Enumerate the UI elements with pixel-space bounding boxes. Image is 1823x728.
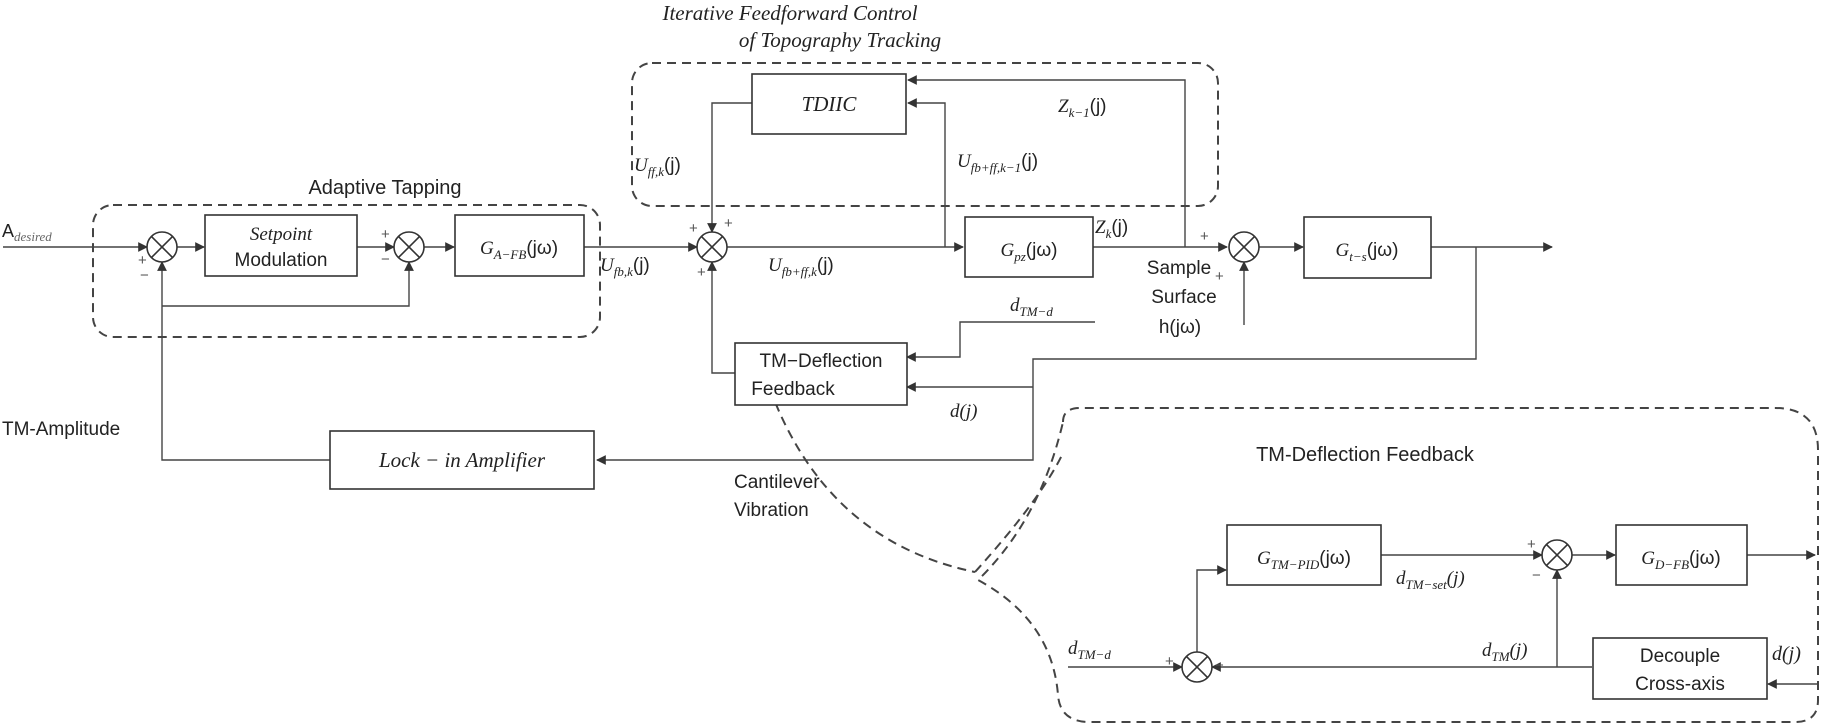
svg-text:Gpz(jω): Gpz(jω) [1000, 240, 1057, 264]
label-d-tm-d: dTM−d [1010, 295, 1053, 319]
label-tm-amplitude: TM-Amplitude [2, 419, 120, 440]
iterative-feedforward-title-line2: of Topography Tracking [739, 28, 941, 52]
tm-deflection-detail-region [976, 407, 1819, 723]
g-t-s-block: Gt−s(jω) [1303, 216, 1432, 279]
label-d-tm-set: dTM−set(j) [1396, 568, 1465, 592]
tm-deflection-feedback-block: TM−Deflection Feedback [734, 342, 908, 406]
svg-text:+: + [1200, 228, 1209, 245]
svg-text:+: + [381, 226, 390, 243]
svg-text:+: + [1165, 653, 1174, 670]
svg-text:Modulation: Modulation [235, 250, 328, 271]
label-u-fb-ff-k-1: Ufb+ff,k−1(j) [957, 151, 1038, 175]
zoom-callout-right [974, 454, 1063, 573]
g-a-fb-block: GA−FB(jω) [454, 214, 585, 277]
svg-text:−: − [1215, 657, 1224, 674]
svg-text:+: + [138, 252, 147, 269]
setpoint-modulation-block: Setpoint Modulation [204, 214, 358, 277]
lock-in-amplifier-block: Lock − in Amplifier [329, 430, 595, 490]
label-cantilever-vibration-2: Vibration [734, 500, 809, 521]
summing-junction-5 [1541, 539, 1573, 571]
label-d-j: d(j) [950, 401, 977, 422]
svg-text:Cross-axis: Cross-axis [1635, 674, 1725, 695]
svg-text:+: + [1527, 536, 1536, 553]
signal-lines [3, 75, 1818, 689]
svg-text:−: − [140, 267, 149, 284]
adaptive-tapping-title: Adaptive Tapping [308, 177, 461, 199]
g-pz-block: Gpz(jω) [964, 216, 1094, 278]
svg-text:GA−FB(jω): GA−FB(jω) [480, 238, 558, 262]
label-z-k-1: Zk−1(j) [1058, 96, 1107, 120]
summing-junction-2 [393, 231, 425, 263]
label-sample-surface-1: Sample [1147, 258, 1211, 279]
summing-junction-6 [1181, 651, 1213, 683]
svg-text:+: + [724, 215, 733, 232]
g-tm-pid-block: GTM−PID(jω) [1226, 524, 1382, 586]
summing-junction-4 [1228, 231, 1260, 263]
label-d-tm: dTM(j) [1482, 640, 1528, 664]
label-u-fb-k: Ufb,k(j) [600, 255, 650, 279]
label-sample-surface-2: Surface [1151, 287, 1216, 308]
label-sample-surface-3: h(jω) [1159, 317, 1201, 338]
svg-text:Setpoint: Setpoint [250, 224, 313, 245]
svg-text:+: + [689, 220, 698, 237]
svg-text:Gt−s(jω): Gt−s(jω) [1336, 240, 1399, 264]
tdiic-block: TDIIC [751, 73, 907, 135]
label-cantilever-vibration-1: Cantilever [734, 472, 820, 493]
tm-deflection-detail-title: TM-Deflection Feedback [1256, 444, 1475, 466]
zoom-callout-left [764, 374, 976, 573]
junction-signs: + − + − + + + + + + − + − [138, 215, 1541, 674]
summing-junction-1 [146, 231, 178, 263]
svg-text:Lock − in Amplifier: Lock − in Amplifier [378, 448, 546, 472]
g-d-fb-block: GD−FB(jω) [1615, 524, 1748, 586]
svg-text:Decouple: Decouple [1640, 646, 1720, 667]
iterative-feedforward-region [631, 62, 1219, 207]
iterative-feedforward-title-line1: Iterative Feedforward Control [661, 1, 917, 25]
svg-text:GD−FB(jω): GD−FB(jω) [1641, 548, 1721, 572]
svg-text:TDIIC: TDIIC [802, 92, 858, 116]
svg-text:+: + [1215, 268, 1224, 285]
svg-text:−: − [381, 251, 390, 268]
label-u-ff-k: Uff,k(j) [634, 155, 681, 179]
adaptive-tapping-region [92, 204, 601, 338]
svg-text:Feedback: Feedback [751, 379, 835, 400]
decouple-cross-axis-block: Decouple Cross-axis [1592, 637, 1768, 700]
svg-text:+: + [697, 264, 706, 281]
label-d-j-inner: d(j) [1772, 643, 1801, 665]
label-u-fb-ff-k: Ufb+ff,k(j) [768, 255, 834, 279]
label-z-k: Zk(j) [1095, 217, 1128, 241]
svg-text:TM−Deflection: TM−Deflection [759, 351, 882, 372]
label-a-desired: Adesired [2, 221, 52, 244]
label-d-tm-d-inner: dTM−d [1068, 638, 1111, 662]
svg-text:−: − [1532, 567, 1541, 584]
summing-junction-3 [696, 231, 728, 263]
svg-text:GTM−PID(jω): GTM−PID(jω) [1257, 548, 1351, 572]
